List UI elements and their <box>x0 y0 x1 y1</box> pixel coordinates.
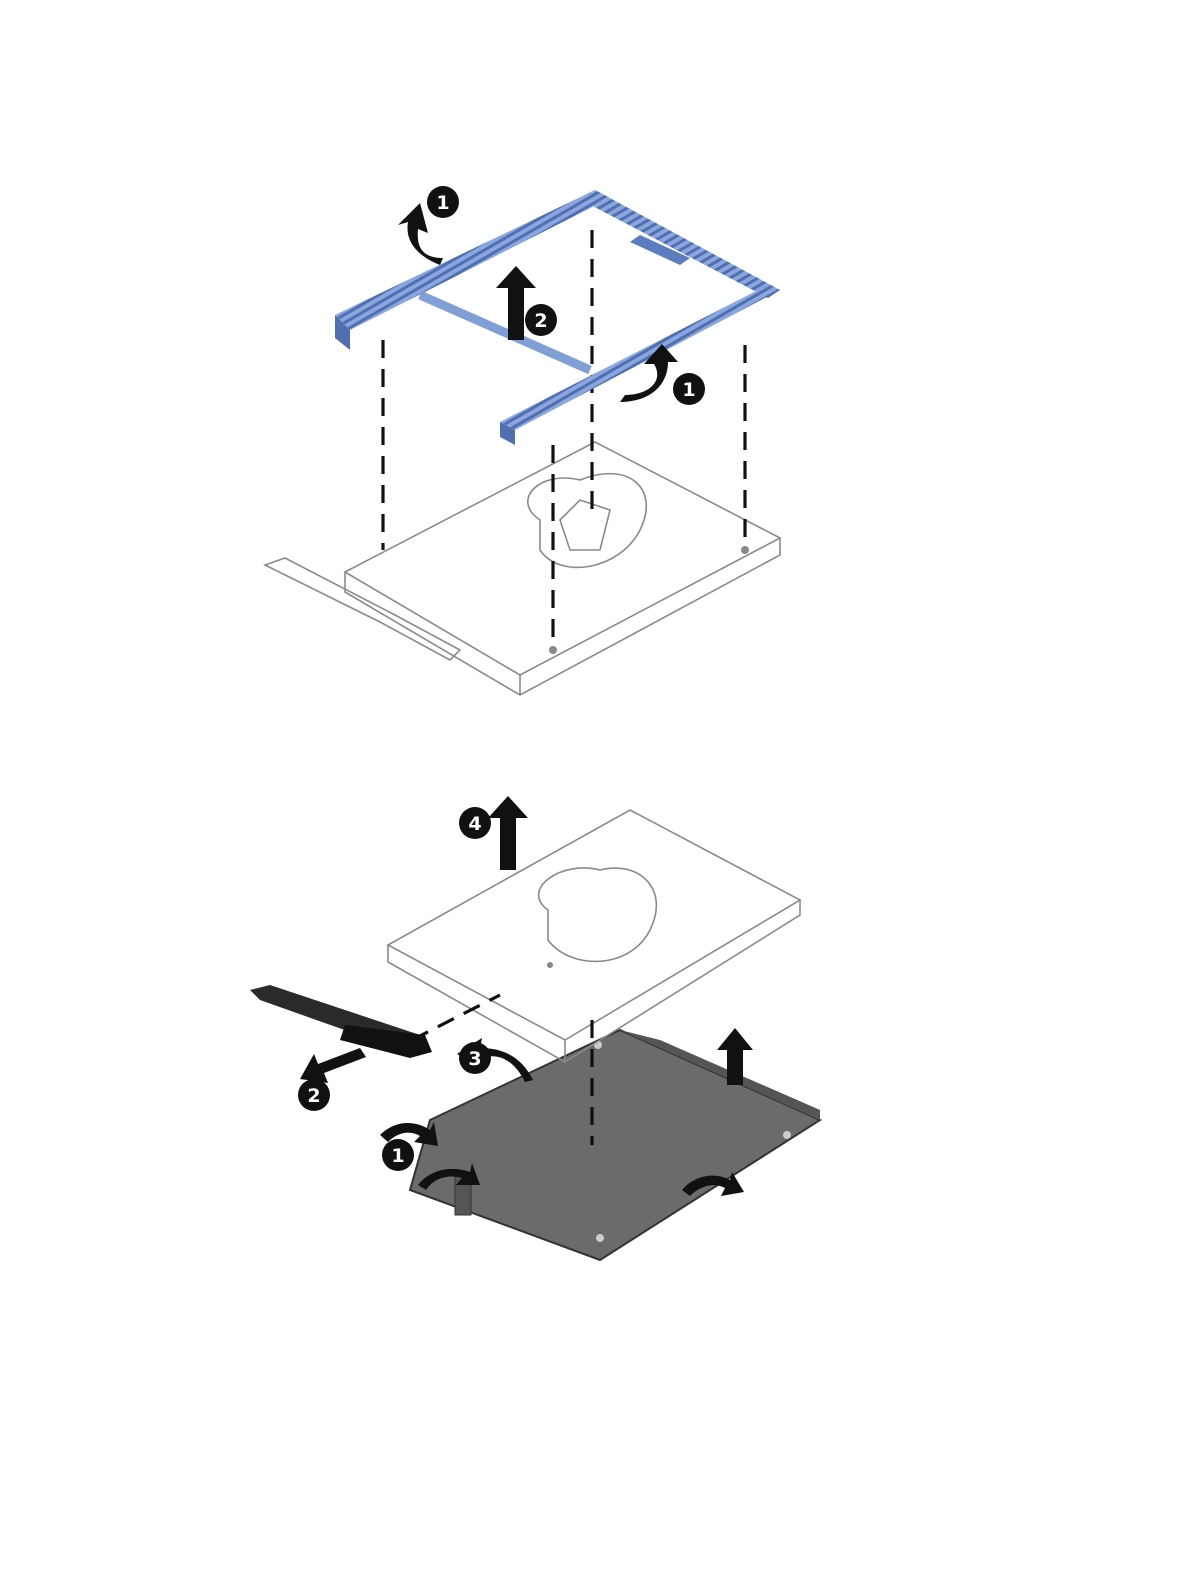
hard-drive-connector <box>250 985 432 1058</box>
svg-text:1: 1 <box>682 379 695 401</box>
hard-drive <box>265 442 780 695</box>
svg-text:4: 4 <box>468 813 481 835</box>
svg-text:1: 1 <box>436 192 449 214</box>
svg-text:2: 2 <box>534 310 547 332</box>
rubber-bumper <box>335 190 780 445</box>
callout-badge-2: 2 <box>298 1079 330 1111</box>
callout-badge-3: 3 <box>459 1042 491 1074</box>
svg-text:2: 2 <box>307 1085 320 1107</box>
callout-badge-2: 2 <box>525 304 557 336</box>
hard-drive <box>388 810 800 1062</box>
diagram-remove-bumper: 1 2 1 <box>0 140 1190 700</box>
svg-text:3: 3 <box>468 1048 481 1070</box>
diagram-remove-bracket: 4 2 3 1 <box>0 790 1190 1290</box>
callout-badge-4: 4 <box>459 807 491 839</box>
callout-badge-1: 1 <box>382 1139 414 1171</box>
svg-text:1: 1 <box>391 1145 404 1167</box>
callout-badge-1: 1 <box>427 186 459 218</box>
bracket-removal-illustration: 4 2 3 1 <box>0 790 1190 1290</box>
alignment-lines <box>383 230 745 645</box>
bumper-removal-illustration: 1 2 1 <box>0 140 1190 700</box>
callout-badge-1b: 1 <box>673 373 705 405</box>
